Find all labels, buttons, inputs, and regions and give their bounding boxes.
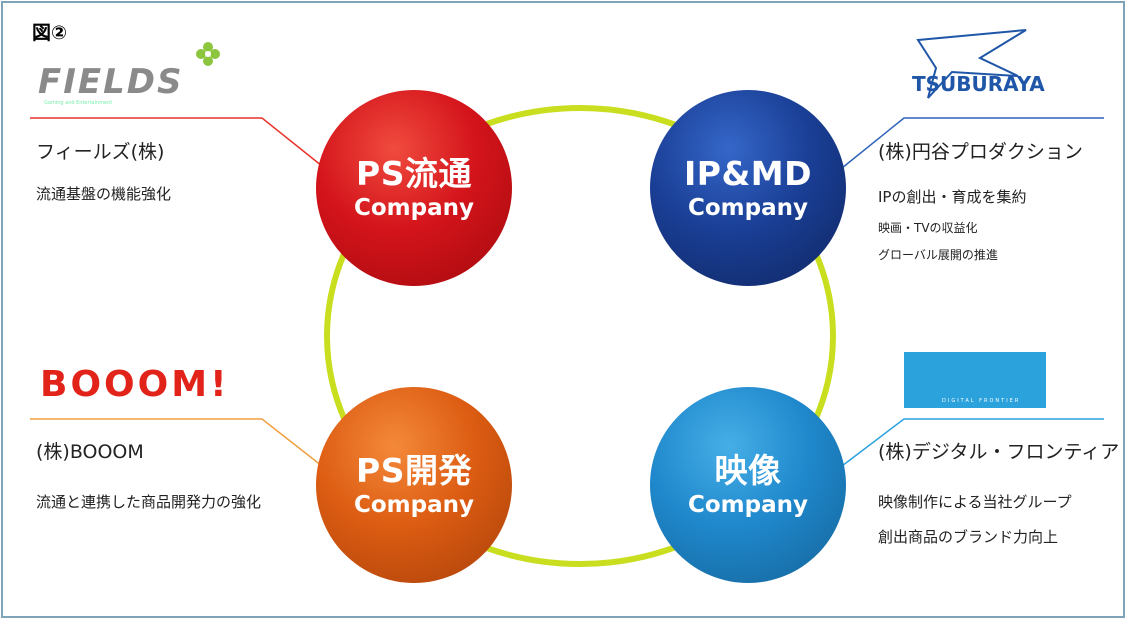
ps-ryutsu-company-circle: PS流通 Company: [316, 90, 512, 286]
digital-frontier-description: 創出商品のブランド力向上: [878, 528, 1059, 546]
tsuburaya-logo: TSUBURAYA: [912, 72, 1045, 96]
fields-pinwheel-icon: [196, 42, 220, 66]
tsuburaya-description: IPの創出・育成を集約: [878, 188, 1027, 206]
digital-frontier-description: 映像制作による当社グループ: [878, 493, 1072, 511]
tsuburaya-connector-line: [841, 117, 1104, 169]
ps-kaihatsu-company-circle: PS開発 Company: [316, 387, 512, 583]
digital-frontier-logo: [904, 352, 1046, 408]
circle-subtitle: Company: [688, 492, 808, 518]
booom-company-name: (株)BOOOM: [36, 441, 144, 463]
eizo-company-circle: 映像 Company: [650, 387, 846, 583]
tsuburaya-emblem-icon: [916, 29, 1027, 99]
fields-logo-tagline: Gaming and Entertainment: [44, 100, 113, 106]
digital-frontier-company-name: (株)デジタル・フロンティア: [878, 441, 1120, 463]
tsuburaya-detail-line: グローバル展開の推進: [878, 248, 998, 262]
booom-description: 流通と連携した商品開発力の強化: [36, 493, 262, 511]
circle-title: PS開発: [356, 451, 472, 490]
tsuburaya-company-name: (株)円谷プロダクション: [878, 141, 1083, 163]
booom-logo: BOOOM!: [40, 364, 230, 405]
fields-logo: FIELDS: [38, 62, 184, 102]
digital-frontier-connector-line: [841, 418, 1104, 467]
booom-connector-line: [30, 418, 323, 467]
circle-subtitle: Company: [354, 195, 474, 221]
circle-title: PS流通: [356, 154, 472, 193]
circle-title: IP&MD: [684, 154, 812, 193]
ipmd-company-circle: IP&MD Company: [650, 90, 846, 286]
fields-connector-line: [30, 117, 323, 167]
tsuburaya-detail-line: 映画・TVの収益化: [878, 221, 978, 235]
circle-title: 映像: [714, 451, 782, 490]
circle-subtitle: Company: [688, 195, 808, 221]
connection-ring: [324, 105, 836, 567]
digital-frontier-logo-text: DIGITAL FRONTIER: [942, 398, 1021, 404]
fields-description: 流通基盤の機能強化: [36, 185, 172, 203]
circle-subtitle: Company: [354, 492, 474, 518]
figure-label: 図②: [32, 22, 68, 44]
fields-company-name: フィールズ(株): [36, 141, 165, 163]
